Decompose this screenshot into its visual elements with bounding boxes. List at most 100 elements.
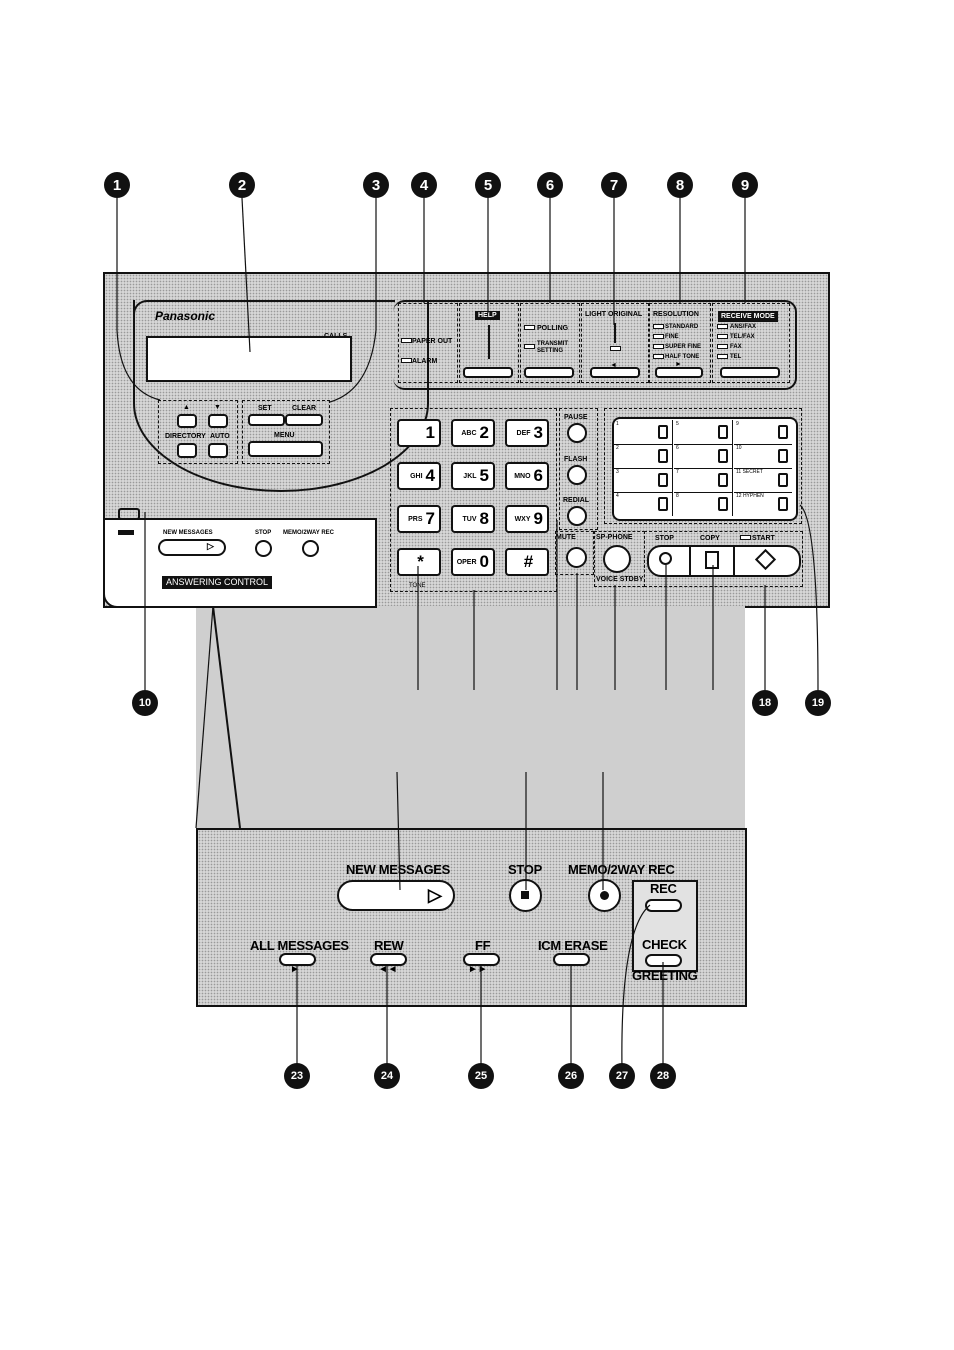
new-messages-small-button[interactable] — [158, 539, 226, 556]
pause-button[interactable] — [567, 423, 587, 443]
resolution-group — [649, 303, 711, 383]
one-touch-button[interactable] — [718, 497, 728, 511]
directory-button[interactable] — [177, 443, 197, 458]
help-button[interactable] — [463, 367, 513, 378]
keypad-digit: 3 — [533, 423, 543, 442]
stop-button[interactable] — [659, 552, 672, 565]
zoom-record-dot-icon — [600, 891, 609, 900]
auto-button[interactable] — [208, 443, 228, 458]
one-touch-label: 5 — [676, 421, 679, 427]
clear-button[interactable] — [285, 414, 323, 426]
keypad-key-star[interactable]: * — [397, 548, 441, 576]
callout-4: 4 — [411, 172, 437, 198]
pause-flash-redial-group — [559, 408, 598, 530]
status-leds-group — [398, 303, 458, 383]
copy-label: COPY — [700, 535, 720, 542]
receive-mode-led — [717, 344, 728, 349]
down-button[interactable] — [208, 414, 228, 428]
zoom-new-messages-label: NEW MESSAGES — [346, 862, 451, 877]
set-label: SET — [258, 405, 272, 412]
paper-out-label: PAPER OUT — [412, 338, 453, 345]
one-touch-label: 2 — [616, 445, 619, 451]
one-touch-button[interactable] — [778, 449, 788, 463]
mute-label: MUTE — [556, 534, 576, 541]
copy-button[interactable] — [705, 551, 719, 569]
resolution-led — [653, 344, 664, 349]
one-touch-button[interactable] — [658, 425, 668, 439]
menu-button[interactable] — [248, 441, 323, 457]
zoom-rew-button[interactable] — [370, 953, 407, 966]
resolution-option-label: HALF TONE — [665, 354, 700, 360]
up-button[interactable] — [177, 414, 197, 428]
one-touch-divider — [732, 468, 733, 492]
keypad-digit: 6 — [533, 466, 543, 485]
receive-mode-led — [717, 334, 728, 339]
one-touch-button[interactable] — [718, 473, 728, 487]
memo-small-button[interactable] — [302, 540, 319, 557]
zoom-icm-erase-label: ICM ERASE — [538, 938, 608, 953]
mute-button[interactable] — [566, 547, 587, 568]
callout-3: 3 — [363, 172, 389, 198]
one-touch-button[interactable] — [658, 473, 668, 487]
voice-stdby-label: VOICE STDBY — [596, 576, 644, 583]
one-touch-button[interactable] — [778, 497, 788, 511]
one-touch-button[interactable] — [778, 425, 788, 439]
one-touch-divider — [614, 468, 672, 469]
one-touch-button[interactable] — [718, 425, 728, 439]
help-group — [459, 303, 519, 383]
keypad-digit: 1 — [425, 423, 435, 442]
sp-phone-button[interactable] — [603, 545, 631, 573]
stop-small-button[interactable] — [255, 540, 272, 557]
keypad-key-hash[interactable]: # — [505, 548, 549, 576]
resolution-led — [653, 334, 664, 339]
keypad-key-1[interactable]: 1 — [397, 419, 441, 447]
zoom-rew-label: REW — [374, 938, 404, 953]
receive-mode-group — [712, 303, 790, 383]
one-touch-divider — [614, 492, 672, 493]
one-touch-divider — [674, 444, 732, 445]
one-touch-button[interactable] — [658, 449, 668, 463]
keypad-letters: OPER — [456, 558, 477, 566]
light-original-button[interactable] — [590, 367, 640, 378]
zoom-rec-label: REC — [650, 881, 677, 896]
flash-button[interactable] — [567, 465, 587, 485]
capsule-divider-2 — [733, 545, 735, 575]
keypad-digit: 8 — [479, 509, 489, 528]
one-touch-button[interactable] — [658, 497, 668, 511]
clear-label: CLEAR — [292, 405, 317, 412]
one-touch-button[interactable] — [778, 473, 788, 487]
redial-label: REDIAL — [563, 497, 590, 504]
callout-18: 18 — [752, 690, 778, 716]
zoom-greeting-label: GREETING — [632, 968, 698, 983]
polling-button[interactable] — [524, 367, 574, 378]
one-touch-label: 11 SECRET — [736, 469, 763, 475]
one-touch-divider — [732, 420, 733, 444]
alarm-label: ALARM — [412, 358, 438, 365]
redial-button[interactable] — [567, 506, 587, 526]
set-button[interactable] — [248, 414, 285, 426]
flash-label: FLASH — [564, 456, 588, 463]
transmit-setting-led — [524, 344, 535, 349]
one-touch-label: 4 — [616, 493, 619, 499]
keypad-digit: 5 — [479, 466, 489, 485]
resolution-led — [653, 354, 664, 359]
resolution-button[interactable] — [655, 367, 703, 378]
one-touch-button[interactable] — [718, 449, 728, 463]
polling-label: POLLING — [537, 325, 569, 332]
receive-mode-button[interactable] — [720, 367, 780, 378]
zoom-rewind-icon: ◄◄ — [378, 964, 398, 975]
zoom-play-icon: ▷ — [428, 885, 442, 905]
transmit-setting-label: TRANSMIT SETTING — [537, 341, 568, 354]
zoom-new-messages-button[interactable] — [337, 880, 455, 911]
zoom-rec-button[interactable] — [645, 899, 682, 912]
